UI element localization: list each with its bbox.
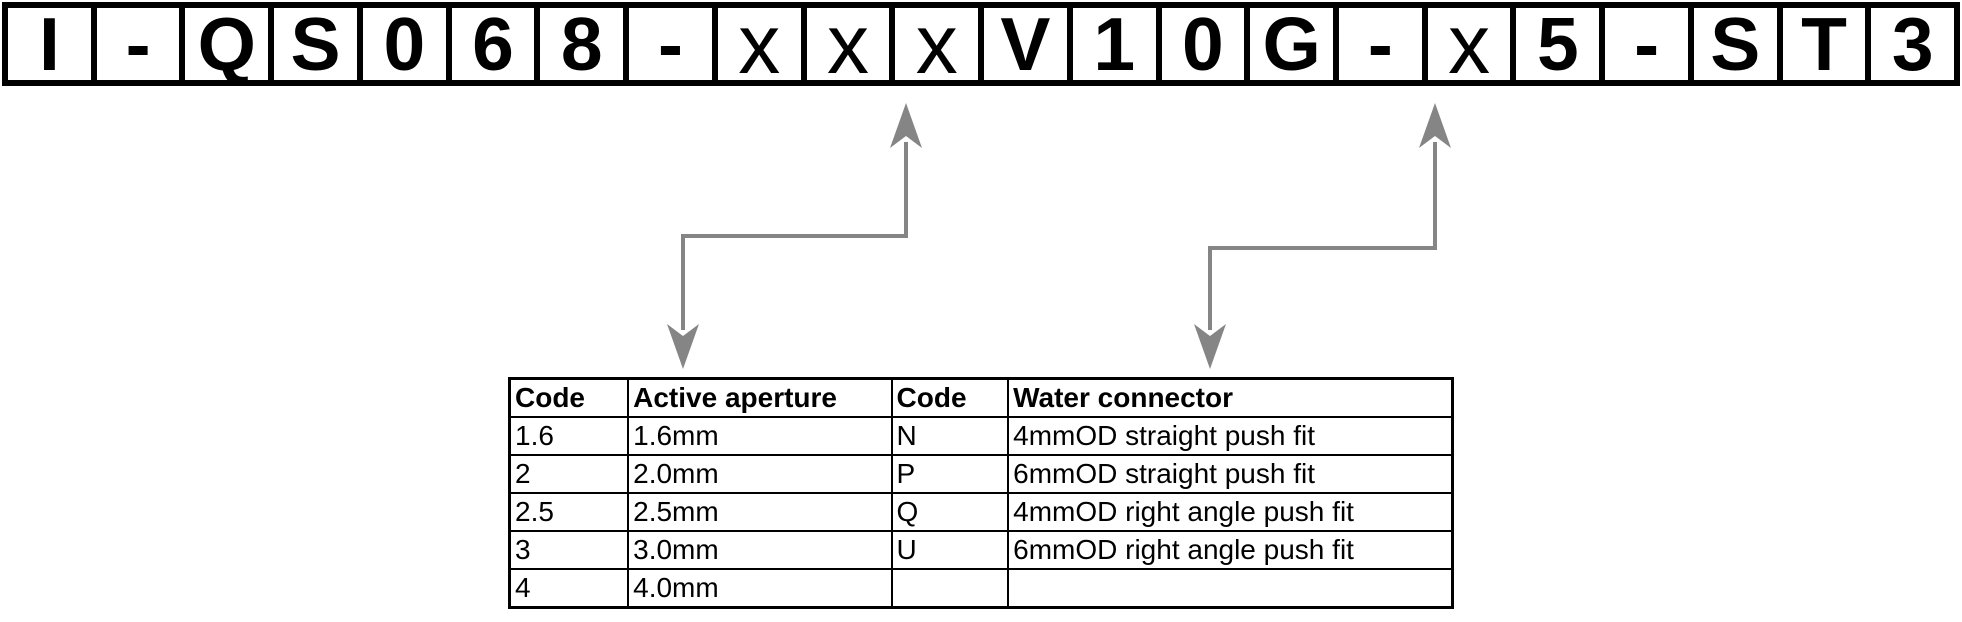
table-row: 2.5 2.5mm Q 4mmOD right angle push fit	[508, 492, 1454, 532]
table-cell: N	[890, 416, 1010, 456]
table-cell	[890, 568, 1010, 609]
table-cell: 4mmOD straight push fit	[1007, 416, 1454, 456]
code-reference-table: Code Active aperture Code Water connecto…	[508, 377, 1454, 609]
part-code-cell-5: 6	[448, 5, 538, 83]
table-cell: 2.5mm	[627, 492, 893, 532]
table-cell: 2.0mm	[627, 454, 893, 494]
table-cell	[1007, 568, 1454, 609]
active-aperture-arrow	[667, 103, 922, 369]
part-code-cell-4: 0	[359, 5, 449, 83]
col-header-connector-code: Code	[890, 377, 1010, 418]
table-cell: 4mmOD right angle push fit	[1007, 492, 1454, 532]
table-header-row: Code Active aperture Code Water connecto…	[508, 377, 1454, 418]
part-code-cell-0: I	[5, 5, 94, 83]
table-row: 2 2.0mm P 6mmOD straight push fit	[508, 454, 1454, 494]
table-cell: 3	[508, 530, 630, 570]
table-row: 1.6 1.6mm N 4mmOD straight push fit	[508, 416, 1454, 456]
table-cell: 6mmOD straight push fit	[1007, 454, 1454, 494]
part-code-cell-14: G	[1247, 5, 1337, 83]
table-cell: Q	[890, 492, 1010, 532]
table-row: 4 4.0mm	[508, 568, 1454, 609]
part-code-cell-8-wildcard: x	[714, 2, 804, 86]
part-code-cell-17: 5	[1513, 5, 1603, 83]
part-code-cell-9-wildcard: x	[803, 2, 893, 86]
part-number-code-row: I - Q S 0 6 8 - x x x V 1 0 G - x 5 - S …	[2, 2, 1960, 86]
part-code-cell-3: S	[271, 5, 360, 83]
part-code-cell-7: -	[626, 5, 715, 83]
table-cell: P	[890, 454, 1010, 494]
arrowhead-down-icon	[667, 324, 699, 369]
table-row: 3 3.0mm U 6mmOD right angle push fit	[508, 530, 1454, 570]
part-code-cell-11: V	[981, 5, 1070, 83]
part-code-cell-6: 8	[537, 5, 627, 83]
part-code-cell-19: S	[1690, 5, 1780, 83]
part-code-cell-16-wildcard-connector: x	[1424, 2, 1514, 86]
arrowhead-up-icon	[890, 103, 922, 148]
table-cell: 1.6mm	[627, 416, 893, 456]
table-cell: 3.0mm	[627, 530, 893, 570]
part-code-cell-21: 3	[1868, 5, 1958, 83]
water-connector-arrow	[1194, 103, 1451, 369]
table-cell: 4	[508, 568, 630, 609]
table-cell: 4.0mm	[627, 568, 893, 609]
col-header-aperture-code: Code	[508, 377, 630, 418]
active-aperture-arrow-shaft	[681, 142, 908, 330]
part-code-cell-18: -	[1602, 5, 1691, 83]
col-header-water-connector: Water connector	[1007, 377, 1454, 418]
part-code-cell-2: Q	[182, 5, 272, 83]
part-code-cell-12: 1	[1069, 5, 1159, 83]
table-cell: 6mmOD right angle push fit	[1007, 530, 1454, 570]
arrowhead-down-icon	[1194, 324, 1226, 369]
part-code-cell-15: -	[1336, 5, 1425, 83]
col-header-active-aperture: Active aperture	[627, 377, 893, 418]
water-connector-arrow-shaft	[1208, 142, 1437, 330]
part-code-cell-10-wildcard-aperture: x	[892, 2, 982, 86]
table-cell: 1.6	[508, 416, 630, 456]
table-cell: 2.5	[508, 492, 630, 532]
part-code-cell-20: T	[1779, 5, 1869, 83]
table-cell: U	[890, 530, 1010, 570]
part-code-cell-1: -	[93, 5, 183, 83]
arrowhead-up-icon	[1419, 103, 1451, 148]
table-cell: 2	[508, 454, 630, 494]
part-code-cell-13: 0	[1158, 5, 1248, 83]
